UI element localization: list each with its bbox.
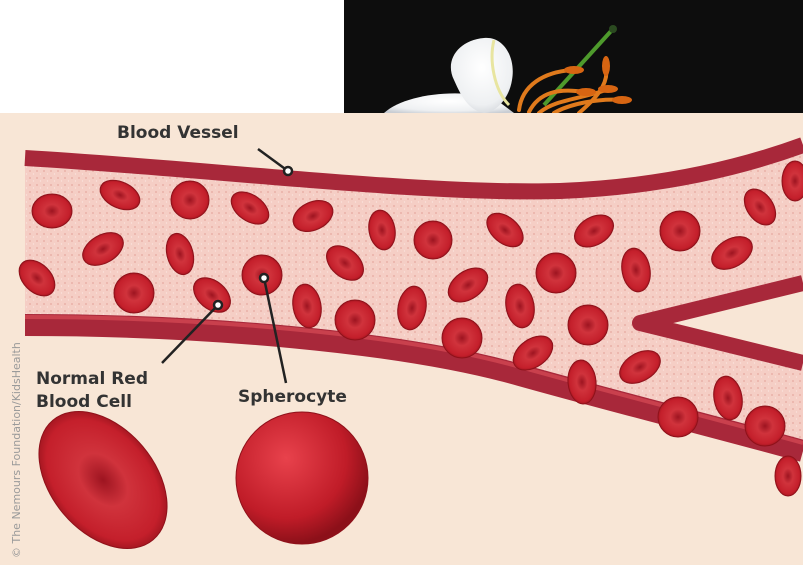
- blood-cell: [745, 406, 785, 446]
- blood-cell: [335, 300, 375, 340]
- copyright-credit: © The Nemours Foundation/KidsHealth: [10, 342, 23, 558]
- normal-rbc-label-line2: Blood Cell: [36, 392, 132, 412]
- blood-cell: [782, 161, 803, 201]
- normal-rbc-label-line1: Normal Red: [36, 369, 148, 389]
- blood-cell: [568, 305, 608, 345]
- blood-cell: [171, 181, 209, 219]
- spherocyte-cell: [236, 412, 368, 544]
- blood-cell: [775, 456, 801, 496]
- lily-image: [344, 0, 803, 113]
- blood-cell: [114, 273, 154, 313]
- blood-cell: [536, 253, 576, 293]
- blood-cell: [658, 397, 698, 437]
- diagram-canvas: Blood Vessel Normal Red Blood Cell Spher…: [0, 113, 803, 565]
- blood-cell: [414, 221, 452, 259]
- spherocyte-diagram: Blood Vessel Normal Red Blood Cell Spher…: [0, 113, 803, 565]
- blood-cell: [32, 194, 72, 228]
- spherocyte-label: Spherocyte: [238, 387, 347, 407]
- blood-cell: [660, 211, 700, 251]
- blood-vessel-label: Blood Vessel: [117, 123, 239, 143]
- blood-cell: [442, 318, 482, 358]
- lily-photo: [344, 0, 803, 113]
